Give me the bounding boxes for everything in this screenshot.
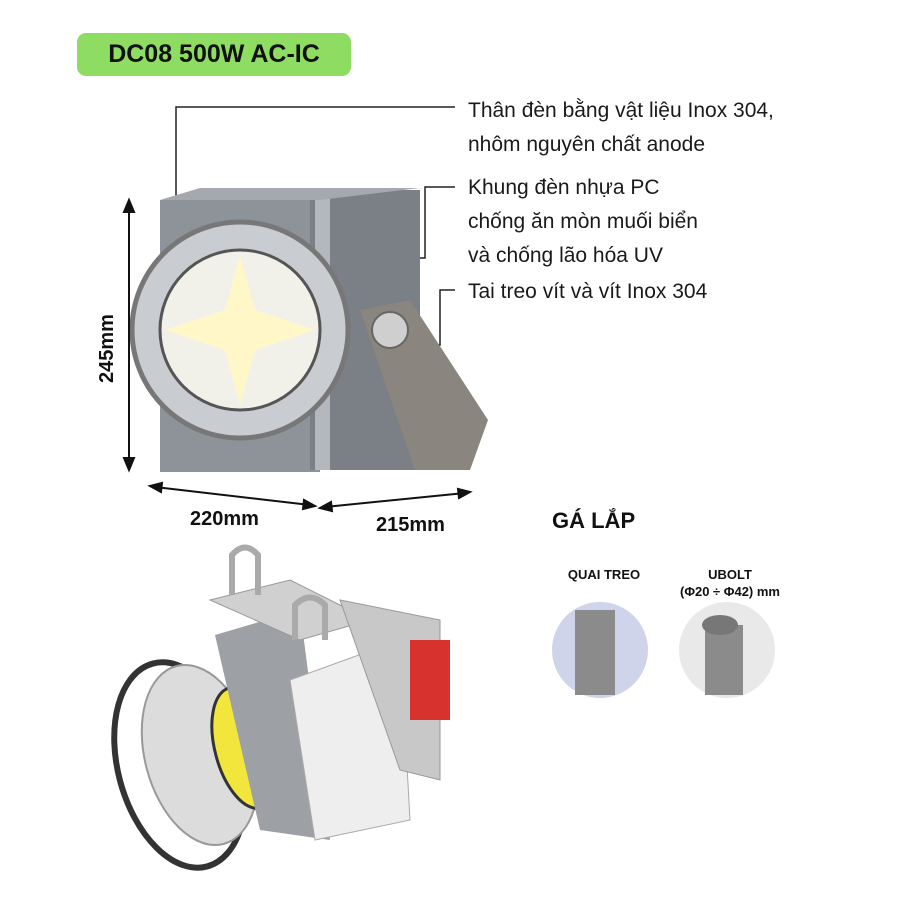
feature-bracket: Tai treo vít và vít Inox 304: [468, 280, 708, 303]
dimension-arrows: [122, 197, 473, 513]
height-dimension: 245mm: [96, 314, 118, 383]
exploded-view-image: [111, 544, 450, 871]
mounting-title: GÁ LẮP: [552, 508, 636, 533]
mount-option-quai-treo: QUAI TREO: [567, 567, 641, 582]
feature-body-material: Thân đèn bằng vật liệu Inox 304, nhôm ng…: [468, 99, 774, 156]
mount-thumbnails: [552, 602, 775, 698]
feature-frame: Khung đèn nhựa PC chống ăn mòn muối biển…: [468, 176, 698, 267]
width-dimension: 220mm: [190, 508, 259, 530]
depth-dimension: 215mm: [376, 514, 445, 536]
mount-option-ubolt: UBOLT (Φ20 ÷ Φ42) mm: [679, 567, 780, 599]
lamp-body-image: [129, 188, 488, 472]
product-badge: DC08 500W AC-IC: [77, 33, 351, 76]
